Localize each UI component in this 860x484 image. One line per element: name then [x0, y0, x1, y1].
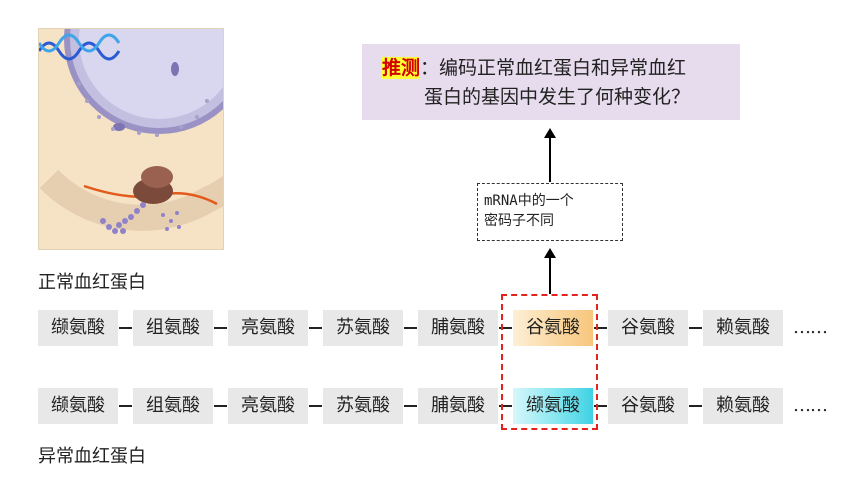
peptide-bond — [499, 327, 512, 329]
peptide-bond — [594, 327, 607, 329]
cell-illustration — [38, 28, 224, 250]
hypothesis-label: 推测 — [382, 57, 421, 79]
arrow-up-to-note — [544, 248, 556, 294]
abnormal-aa-4: 苏氨酸 — [323, 388, 403, 424]
peptide-bond — [404, 405, 417, 407]
normal-chain-ellipsis: …… — [793, 317, 828, 338]
abnormal-aa-5: 脯氨酸 — [418, 388, 498, 424]
abnormal-aa-2: 组氨酸 — [133, 388, 213, 424]
codon-note-line-2: 密码子不同 — [484, 213, 554, 229]
hypothesis-colon: ： — [420, 57, 440, 79]
normal-amino-acid-chain: 缬氨酸 组氨酸 亮氨酸 苏氨酸 脯氨酸 谷氨酸 谷氨酸 赖氨酸 …… — [38, 310, 848, 346]
ribosome-icon — [133, 166, 173, 204]
nuclear-pore-icon — [113, 62, 179, 131]
peptide-bond — [404, 327, 417, 329]
normal-aa-1: 缬氨酸 — [38, 310, 118, 346]
codon-note-line-1: mRNA中的一个 — [484, 193, 574, 209]
hypothesis-line-1: 推测：编码正常血红蛋白和异常血红 — [382, 54, 724, 83]
abnormal-aa-6-highlighted: 缬氨酸 — [513, 388, 593, 424]
peptide-bond — [309, 327, 322, 329]
normal-aa-7: 谷氨酸 — [608, 310, 688, 346]
peptide-bond — [689, 405, 702, 407]
normal-hemoglobin-label: 正常血红蛋白 — [38, 272, 146, 293]
dna-helix-icon — [39, 33, 121, 61]
hypothesis-text-1: 编码正常血红蛋白和异常血红 — [439, 57, 687, 79]
peptide-bond — [309, 405, 322, 407]
abnormal-aa-8: 赖氨酸 — [703, 388, 783, 424]
peptide-bond — [689, 327, 702, 329]
difference-highlight-frame — [501, 294, 598, 430]
hypothesis-line-2: 蛋白的基因中发生了何种变化？ — [424, 86, 691, 108]
abnormal-aa-7: 谷氨酸 — [608, 388, 688, 424]
normal-aa-5: 脯氨酸 — [418, 310, 498, 346]
normal-aa-2: 组氨酸 — [133, 310, 213, 346]
abnormal-aa-3: 亮氨酸 — [228, 388, 308, 424]
normal-aa-8: 赖氨酸 — [703, 310, 783, 346]
peptide-bond — [499, 405, 512, 407]
normal-aa-6-highlighted: 谷氨酸 — [513, 310, 593, 346]
abnormal-chain-ellipsis: …… — [793, 395, 828, 416]
normal-aa-4: 苏氨酸 — [323, 310, 403, 346]
amino-acid-chain-icon — [100, 202, 181, 234]
abnormal-hemoglobin-label: 异常血红蛋白 — [38, 446, 146, 467]
peptide-bond — [214, 327, 227, 329]
peptide-bond — [119, 405, 132, 407]
abnormal-aa-1: 缬氨酸 — [38, 388, 118, 424]
peptide-bond — [214, 405, 227, 407]
peptide-bond — [594, 405, 607, 407]
normal-aa-3: 亮氨酸 — [228, 310, 308, 346]
arrow-up-to-hypothesis — [544, 128, 556, 182]
peptide-bond — [119, 327, 132, 329]
codon-note-box: mRNA中的一个 密码子不同 — [477, 183, 623, 241]
abnormal-amino-acid-chain: 缬氨酸 组氨酸 亮氨酸 苏氨酸 脯氨酸 缬氨酸 谷氨酸 赖氨酸 …… — [38, 388, 848, 424]
hypothesis-box: 推测：编码正常血红蛋白和异常血红 蛋白的基因中发生了何种变化？ — [362, 44, 740, 120]
